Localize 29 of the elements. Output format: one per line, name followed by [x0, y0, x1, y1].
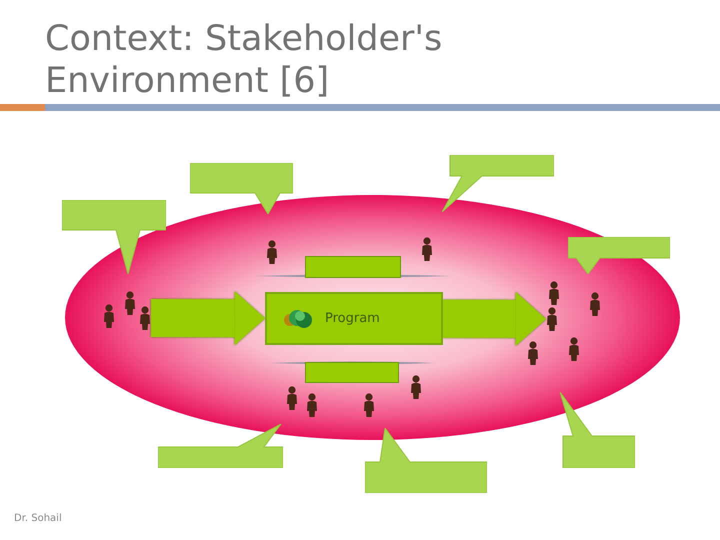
person-icon	[568, 337, 580, 361]
program-box	[265, 292, 443, 345]
person-icon	[363, 393, 375, 417]
person-icon	[410, 375, 422, 399]
block-arrow	[442, 292, 546, 346]
person-icon	[266, 240, 278, 264]
callout-bubble	[365, 428, 487, 493]
rectangle-box	[305, 256, 401, 278]
person-icon	[546, 307, 558, 331]
footer-text: Dr. Sohail	[14, 512, 62, 526]
person-icon	[139, 306, 151, 330]
rectangle-box	[305, 362, 399, 383]
person-icon	[527, 341, 539, 365]
person-icon	[124, 291, 136, 315]
block-arrow	[150, 291, 265, 346]
person-icon	[548, 281, 560, 305]
callout-bubble	[62, 200, 166, 274]
person-icon	[421, 237, 433, 261]
callout-bubble	[158, 424, 283, 468]
person-icon	[103, 304, 115, 328]
person-icon	[589, 292, 601, 316]
ellipse-region	[65, 195, 680, 440]
person-icon	[286, 386, 298, 410]
callout-bubble	[442, 155, 554, 212]
callout-bubble	[190, 163, 293, 214]
node-label: Program	[325, 310, 380, 328]
slide-title: Context: Stakeholder's Environment [6]	[45, 18, 444, 102]
person-icon	[306, 393, 318, 417]
callout-bubble	[560, 392, 635, 468]
